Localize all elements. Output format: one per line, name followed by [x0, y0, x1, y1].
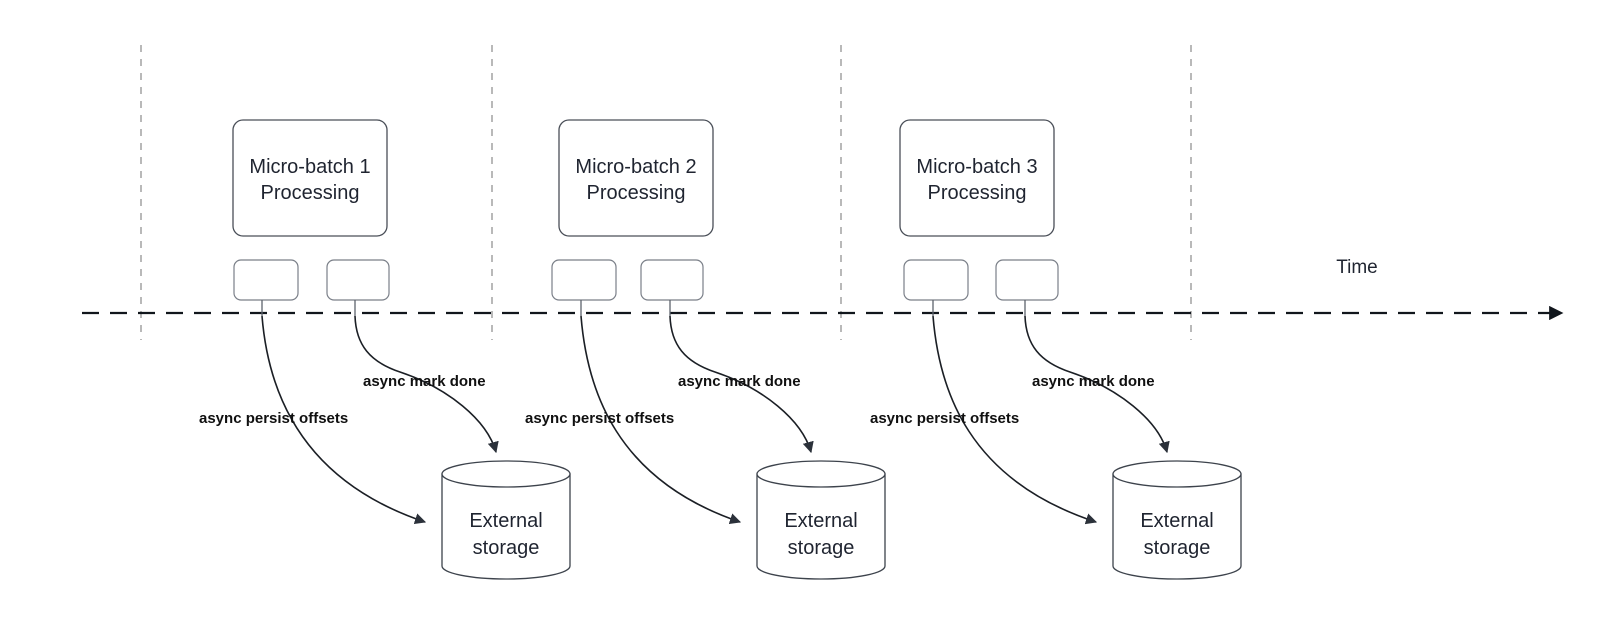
task-box-3a[interactable]	[903, 259, 969, 301]
edge-async-mark-done-3	[1024, 315, 1170, 454]
edge-label-async-persist-offsets-3: async persist offsets	[870, 410, 1019, 427]
micro-batch-2-box[interactable]	[558, 119, 714, 237]
external-storage-2-label-line1: External	[784, 510, 857, 532]
edge-async-persist-offsets-1	[261, 315, 427, 525]
task-box-2a[interactable]	[551, 259, 617, 301]
external-storage-3-label-line1: External	[1140, 510, 1213, 532]
edge-async-persist-offsets-3	[932, 315, 1098, 525]
task-box-1a[interactable]	[233, 259, 299, 301]
micro-batch-1-label-line2: Processing	[261, 182, 360, 204]
edge-label-async-persist-offsets-1: async persist offsets	[199, 410, 348, 427]
micro-batch-3-label-line1: Micro-batch 3	[916, 156, 1037, 178]
group-2: Micro-batch 2 Processing External storag…	[525, 119, 886, 580]
edge-async-mark-done-2	[669, 315, 814, 454]
time-axis-label: Time	[1336, 257, 1378, 278]
edge-label-async-mark-done-1: async mark done	[363, 373, 486, 390]
edge-async-mark-done-1	[354, 315, 499, 454]
task-box-2b[interactable]	[640, 259, 704, 301]
external-storage-1-label-line2: storage	[473, 537, 540, 559]
micro-batch-2-label-line2: Processing	[587, 182, 686, 204]
external-storage-1[interactable]: External storage	[441, 460, 571, 580]
external-storage-1-label-line1: External	[469, 510, 542, 532]
external-storage-3-label-line2: storage	[1144, 537, 1211, 559]
task-box-1b[interactable]	[326, 259, 390, 301]
micro-batch-1-box[interactable]	[232, 119, 388, 237]
micro-batch-3-box[interactable]	[899, 119, 1055, 237]
micro-batch-3-label-line2: Processing	[928, 182, 1027, 204]
group-1: Micro-batch 1 Processing External storag…	[199, 119, 571, 580]
edge-async-persist-offsets-2	[580, 315, 742, 525]
external-storage-2[interactable]: External storage	[756, 460, 886, 580]
micro-batch-2-label-line1: Micro-batch 2	[575, 156, 696, 178]
edge-label-async-mark-done-2: async mark done	[678, 373, 801, 390]
edge-label-async-persist-offsets-2: async persist offsets	[525, 410, 674, 427]
task-box-3b[interactable]	[995, 259, 1059, 301]
external-storage-2-label-line2: storage	[788, 537, 855, 559]
external-storage-3[interactable]: External storage	[1112, 460, 1242, 580]
edge-label-async-mark-done-3: async mark done	[1032, 373, 1155, 390]
micro-batch-1-label-line1: Micro-batch 1	[249, 156, 370, 178]
group-3: Micro-batch 3 Processing External storag…	[870, 119, 1242, 580]
